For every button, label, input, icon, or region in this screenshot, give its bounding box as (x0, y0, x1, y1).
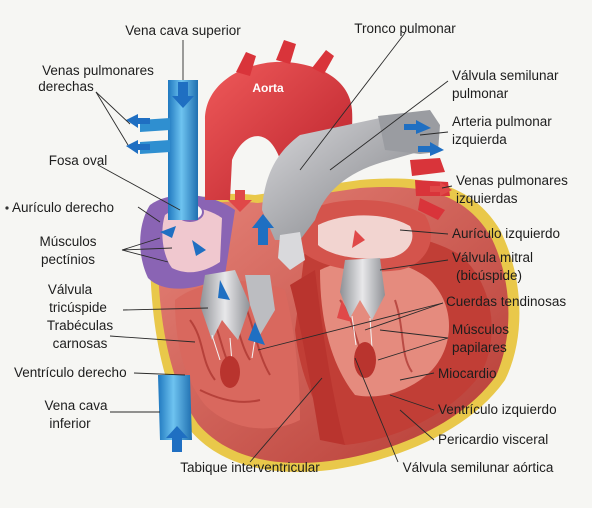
label-venas-pulmonares-izquierdas-1: Venas pulmonares (456, 173, 568, 188)
label-cuerdas-tendinosas: Cuerdas tendinosas (446, 294, 566, 309)
label-arteria-pulmonar-izquierda-1: Arteria pulmonar (452, 114, 552, 129)
label-fosa-oval: Fosa oval (49, 153, 108, 168)
label-valvula-mitral-2: (bicúspide) (456, 268, 522, 283)
label-valvula-semilunar-pulmonar-1: Válvula semilunar (452, 68, 559, 83)
label-trabeculas-carnosas-2: carnosas (53, 336, 108, 351)
label-valvula-mitral-1: Válvula mitral (452, 250, 533, 265)
label-vena-cava-superior: Vena cava superior (125, 23, 241, 38)
label-pericardio-visceral: Pericardio visceral (438, 432, 548, 447)
label-trabeculas-carnosas-1: Trabéculas (47, 318, 114, 333)
label-vena-cava-inferior-2: inferior (49, 416, 91, 431)
label-musculos-pectinios-2: pectínios (41, 252, 95, 267)
label-musculos-papilares-1: Músculos (452, 322, 509, 337)
label-valvula-semilunar-pulmonar-2: pulmonar (452, 86, 509, 101)
label-ventriculo-derecho: Ventrículo derecho (14, 365, 127, 380)
label-valvula-semilunar-aortica: Válvula semilunar aórtica (403, 460, 554, 475)
label-valvula-tricuspide-1: Válvula (48, 282, 93, 297)
label-venas-pulmonares-derechas-1: Venas pulmonares (42, 63, 154, 78)
label-ventriculo-izquierdo: Ventrículo izquierdo (438, 402, 557, 417)
label-tronco-pulmonar: Tronco pulmonar (354, 21, 456, 36)
left-atrium-interior (318, 215, 412, 258)
label-valvula-tricuspide-2: tricúspide (49, 300, 107, 315)
label-aorta: Aorta (252, 81, 284, 95)
label-auriculo-izquierdo: Aurículo izquierdo (452, 226, 560, 241)
label-venas-pulmonares-derechas-2: derechas (38, 79, 94, 94)
bullet-dot (5, 206, 8, 209)
label-musculos-pectinios-1: Músculos (39, 234, 96, 249)
label-venas-pulmonares-izquierdas-2: izquierdas (456, 191, 518, 206)
label-miocardio: Miocardio (438, 366, 497, 381)
label-musculos-papilares-2: papilares (452, 340, 507, 355)
label-vena-cava-inferior-1: Vena cava (44, 398, 108, 413)
label-arteria-pulmonar-izquierda-2: izquierda (452, 132, 507, 147)
label-tabique-interventricular: Tabique interventricular (180, 460, 320, 475)
label-auriculo-derecho: Aurículo derecho (12, 200, 114, 215)
